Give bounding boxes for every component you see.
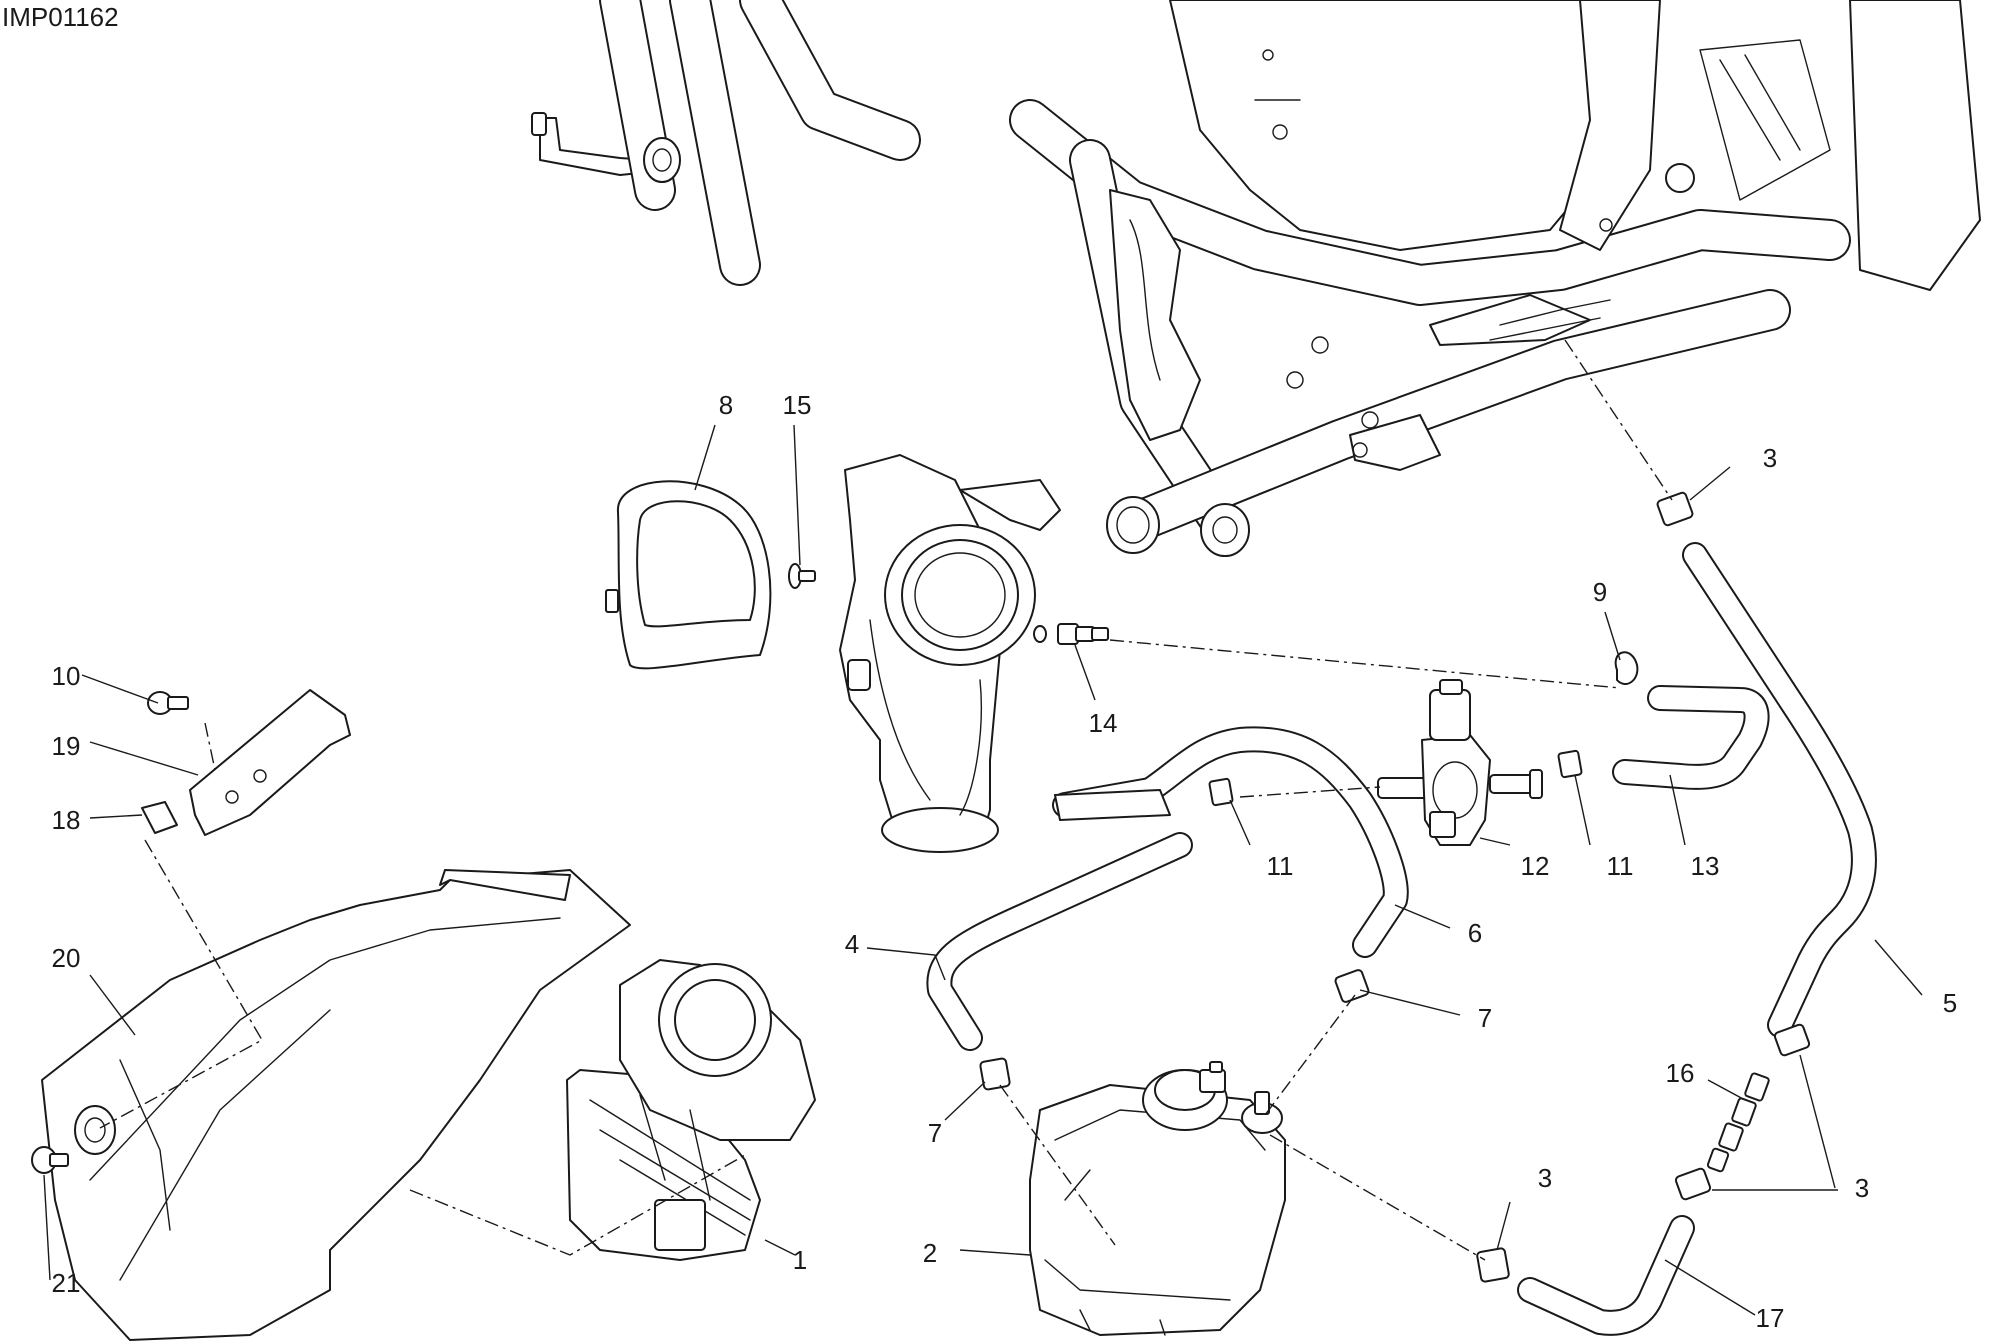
callout-5: 5 [1943,988,1957,1018]
callout-3-top: 3 [1763,443,1777,473]
part-3-clamp-low [1674,1167,1712,1201]
callout-8: 8 [719,390,733,420]
assembly-lines [99,339,1673,1261]
callout-14: 14 [1089,708,1118,738]
part-1-airbox [566,959,816,1261]
part-8-heat-shield [605,480,772,670]
part-12-purge-valve [1377,679,1543,846]
part-19-bracket [189,689,351,836]
part-15-rivet [788,563,816,589]
callout-1: 1 [793,1245,807,1275]
part-21-screw [31,1146,69,1174]
part-11-clamp-left [1208,777,1234,807]
callout-7-lower: 7 [928,1118,942,1148]
callout-15: 15 [783,390,812,420]
callout-21: 21 [52,1268,81,1298]
part-7-clamp-lower [979,1057,1011,1091]
part-14-fitting [1033,623,1109,645]
callout-11-left: 11 [1267,851,1294,881]
callout-10: 10 [52,661,81,691]
part-7-clamp-upper [1334,969,1370,1003]
part-2-canister [1029,1061,1286,1336]
callout-3-right: 3 [1855,1173,1869,1203]
motorcycle-frame [531,0,1981,557]
callout-13: 13 [1691,851,1720,881]
callout-12: 12 [1521,851,1550,881]
part-11-clamp-right [1557,749,1583,779]
part-4-hose [926,832,1193,1051]
callout-2: 2 [923,1238,937,1268]
part-5-hose [1682,542,1877,1038]
callout-11-right: 11 [1607,851,1634,881]
callout-9: 9 [1593,577,1607,607]
part-3-clamp-top [1656,491,1694,527]
part-3-clamp-bottom [1476,1247,1510,1283]
callout-18: 18 [52,805,81,835]
callout-7-upper: 7 [1478,1003,1492,1033]
part-9-clip [1614,651,1639,685]
callout-leaders [43,424,1923,1316]
drawing-code: IMP01162 [2,2,119,32]
part-18-clip-nut [141,801,178,834]
part-10-screw [147,691,189,715]
throttle-body [839,454,1061,853]
part-3-clamp-mid [1773,1023,1811,1057]
part-17-hose [1517,1215,1695,1336]
callout-17: 17 [1756,1303,1785,1333]
part-13-hose [1612,685,1770,790]
callout-numbers: 1 2 3 3 3 3 4 5 6 7 7 8 9 10 11 11 12 13… [52,390,1958,1333]
callout-3-bottom: 3 [1538,1163,1552,1193]
callout-20: 20 [52,943,81,973]
part-16-connector [1706,1072,1770,1173]
callout-19: 19 [52,731,81,761]
part-6-hose [1052,726,1409,958]
callout-6: 6 [1468,918,1482,948]
callout-16: 16 [1666,1058,1695,1088]
part-20-side-cover [41,869,631,1341]
callout-4: 4 [845,929,859,959]
